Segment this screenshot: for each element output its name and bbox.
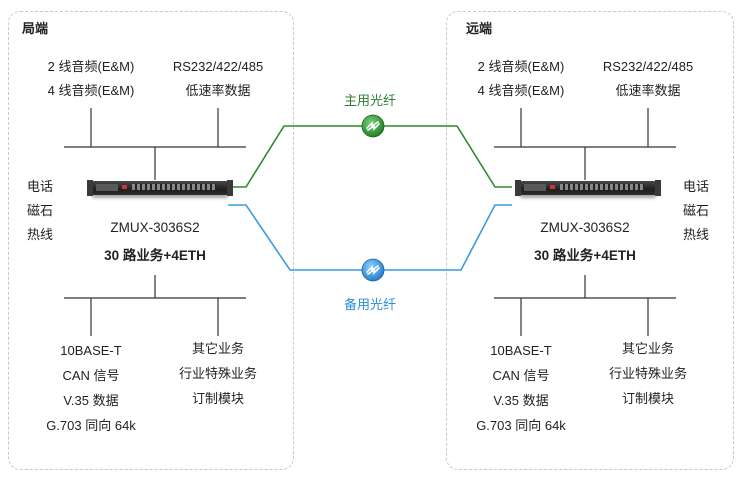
service-label: 低速率数据: [615, 83, 681, 98]
service-label: 低速率数据: [185, 83, 251, 98]
service-label: 2 线音频(E&M): [47, 59, 135, 74]
multiplexer-device-icon: [515, 180, 661, 196]
service-label: 4 线音频(E&M): [47, 83, 135, 98]
side-service-label: 热线: [27, 227, 54, 242]
main-fiber-label: 主用光纤: [344, 93, 397, 108]
service-label: G.703 同向 64k: [476, 418, 566, 433]
device-model: ZMUX-3036S2: [110, 220, 200, 235]
device-capacity: 30 路业务+4ETH: [104, 248, 206, 263]
service-label: G.703 同向 64k: [46, 418, 136, 433]
service-label: 10BASE-T: [60, 343, 122, 358]
service-label: 其它业务: [191, 341, 245, 356]
service-label: 2 线音频(E&M): [477, 59, 565, 74]
local-end-panel: [8, 11, 294, 470]
service-label: V.35 数据: [493, 393, 549, 408]
backup-fiber-label: 备用光纤: [344, 297, 397, 312]
side-service-label: 磁石: [683, 203, 710, 218]
local-end-title: 局端: [22, 21, 49, 36]
service-label: 订制模块: [621, 391, 675, 406]
fiber-connector-icon: [361, 114, 385, 138]
service-label: RS232/422/485: [172, 59, 264, 74]
service-label: CAN 信号: [62, 368, 120, 383]
service-label: 行业特殊业务: [178, 366, 258, 381]
service-label: 行业特殊业务: [608, 366, 688, 381]
service-label: RS232/422/485: [602, 59, 694, 74]
remote-end-panel: [446, 11, 734, 470]
service-label: 其它业务: [621, 341, 675, 356]
side-service-label: 电话: [683, 179, 710, 194]
remote-end-title: 远端: [466, 21, 493, 36]
service-label: 4 线音频(E&M): [477, 83, 565, 98]
fiber-connector-icon: [361, 258, 385, 282]
service-label: 10BASE-T: [490, 343, 552, 358]
multiplexer-device-icon: [87, 180, 233, 196]
device-model: ZMUX-3036S2: [540, 220, 630, 235]
service-label: CAN 信号: [492, 368, 550, 383]
side-service-label: 磁石: [27, 203, 54, 218]
device-capacity: 30 路业务+4ETH: [534, 248, 636, 263]
side-service-label: 电话: [27, 179, 54, 194]
service-label: V.35 数据: [63, 393, 119, 408]
side-service-label: 热线: [683, 227, 710, 242]
service-label: 订制模块: [191, 391, 245, 406]
